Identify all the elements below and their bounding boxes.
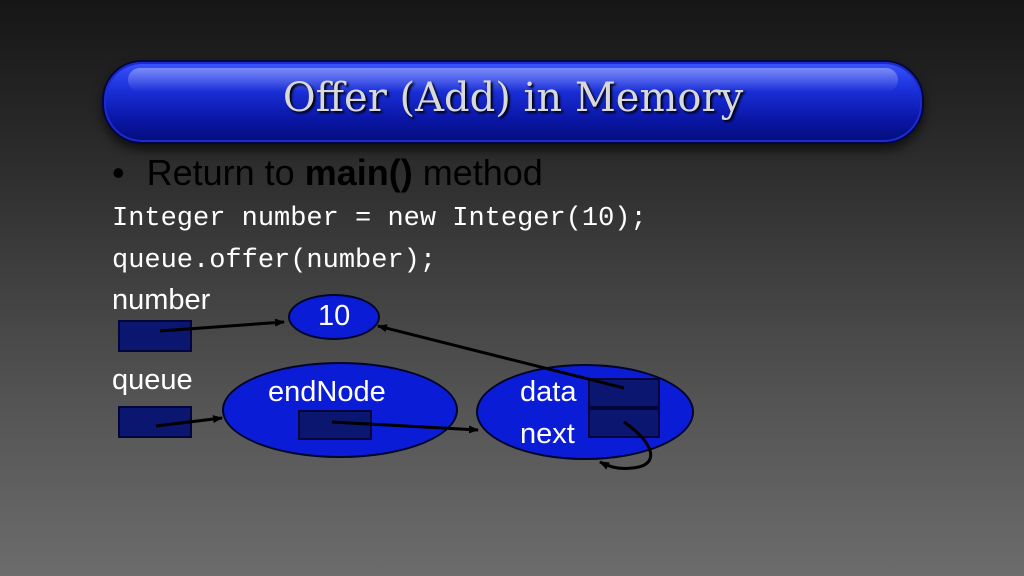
code-line-1: Integer number = new Integer(10); xyxy=(112,204,647,234)
bullet-suffix: method xyxy=(412,152,543,193)
end-node-object: endNode xyxy=(222,362,458,458)
slide-title: Offer (Add) in Memory xyxy=(282,75,744,121)
bullet-point: • Return to main() method xyxy=(112,152,543,194)
integer-object: 10 xyxy=(288,294,380,340)
bullet-prefix: Return to xyxy=(146,152,305,193)
endnode-to-node-arrow xyxy=(331,420,479,434)
code-line-2: queue.offer(number); xyxy=(112,246,437,276)
data-to-integer-arrow xyxy=(377,324,625,390)
bullet-bold: main() xyxy=(304,152,413,193)
integer-value: 10 xyxy=(318,300,351,332)
number-to-integer-arrow xyxy=(159,318,285,333)
title-banner: Offer (Add) in Memory xyxy=(102,60,924,144)
queue-variable-label: queue xyxy=(112,364,193,396)
bullet-dot-icon: • xyxy=(112,152,125,193)
end-node-label: endNode xyxy=(268,376,386,408)
number-variable-label: number xyxy=(112,284,211,316)
queue-to-endnode-arrow xyxy=(155,415,223,428)
number-reference-box xyxy=(118,320,192,352)
next-null-arrow xyxy=(599,420,652,470)
data-field-label: data xyxy=(520,376,577,408)
next-field-label: next xyxy=(520,418,575,450)
